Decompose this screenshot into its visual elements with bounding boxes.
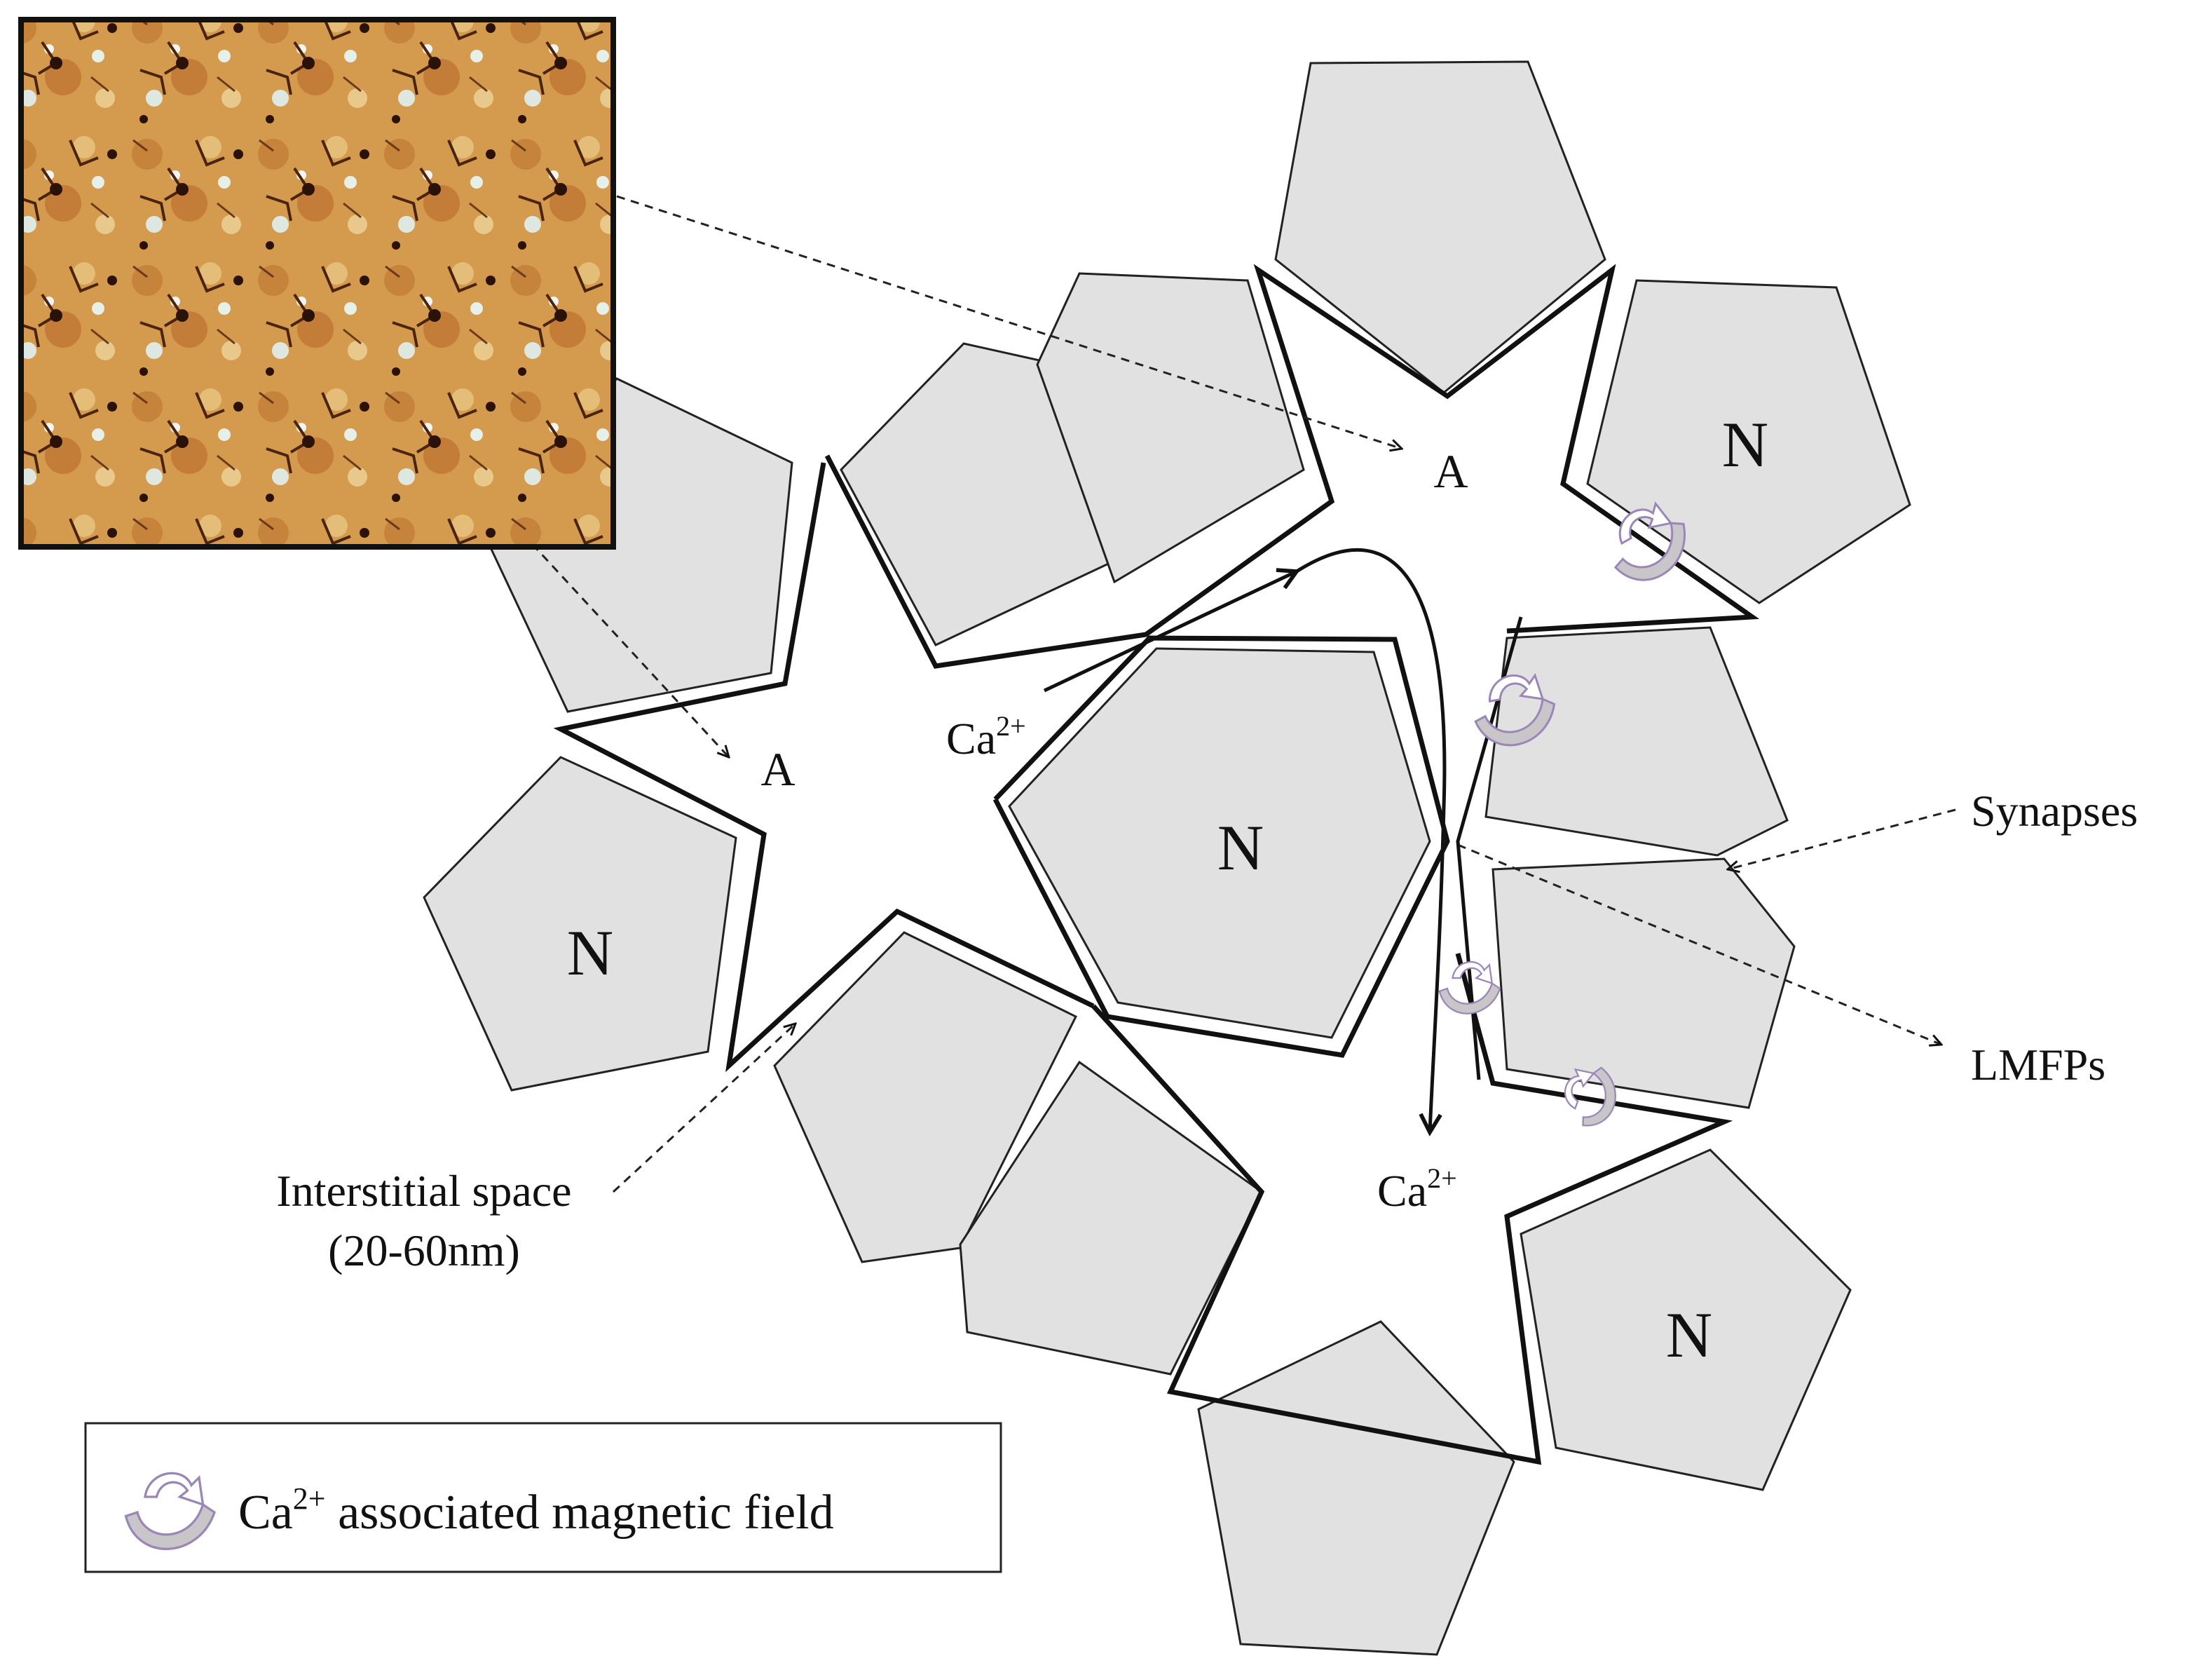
leader-lines (391, 195, 1956, 1193)
cell-top-left-b (1036, 272, 1305, 584)
inset-frame (18, 17, 616, 550)
center-neuron-outline-inner (1002, 644, 1440, 1047)
cell-bottom-left-b (959, 1060, 1263, 1376)
label-neuron-bottom-right: N (1666, 1299, 1712, 1371)
label-neuron-top-right: N (1722, 409, 1768, 480)
labels: N N N N A A Ca2+ Ca2+ Synapses LMFPs Int… (276, 409, 2138, 1371)
curved-arrow-icon (1474, 673, 1556, 747)
cell-right-lower (1491, 857, 1796, 1109)
label-calcium-upper: Ca2+ (946, 710, 1026, 763)
leader-interstitial (612, 1024, 796, 1193)
cell-bottom-left-a (773, 931, 1078, 1263)
cell-top (1274, 60, 1606, 394)
center-neuron-outline (992, 635, 1450, 1058)
calcium-flow-arrow-up (1043, 571, 1297, 693)
label-astrocyte-left: A (760, 742, 795, 796)
cell-neuron-center (1008, 647, 1431, 1039)
inset-micrograph (18, 17, 616, 550)
label-synapses: Synapses (1971, 786, 2138, 836)
cell-group (423, 60, 1911, 1656)
curved-arrow-icon (1613, 501, 1686, 581)
magnetic-field-icons (1438, 501, 1686, 1127)
leader-inset-to-astrocyte-left (391, 391, 729, 757)
legend-curved-arrow-icon (124, 1472, 216, 1550)
stained-tissue-image (21, 20, 613, 547)
calcium-flow-arc (1295, 548, 1447, 1132)
cell-right-upper (1484, 626, 1789, 857)
label-interstitial-line1: Interstitial space (276, 1166, 571, 1216)
leader-synapses (1728, 808, 1956, 869)
cell-bottom (1197, 1320, 1515, 1656)
legend-label: Ca2+ associated magnetic field (238, 1481, 834, 1540)
label-calcium-lower: Ca2+ (1377, 1162, 1457, 1216)
label-neuron-left: N (567, 917, 613, 989)
cell-left-lower (423, 756, 737, 1092)
label-neuron-center: N (1217, 812, 1264, 883)
label-astrocyte-top: A (1433, 444, 1468, 498)
star-top-outline (824, 264, 1760, 669)
astrocyte-outlines (553, 264, 1760, 1465)
label-interstitial-line2: (20-60nm) (328, 1226, 520, 1275)
cell-bottom-right (1520, 1148, 1852, 1491)
star-bottom-outline (1091, 953, 1733, 1465)
legend: Ca2+ associated magnetic field (84, 1422, 1002, 1573)
legend-box (84, 1422, 1002, 1573)
star-left-outline (553, 462, 1095, 1073)
curved-arrow-icon (1438, 961, 1501, 1014)
leader-inset-to-astrocyte-top (616, 195, 1402, 449)
curved-arrow-icon (1564, 1066, 1616, 1127)
label-lmfps: LMFPs (1971, 1040, 2105, 1090)
